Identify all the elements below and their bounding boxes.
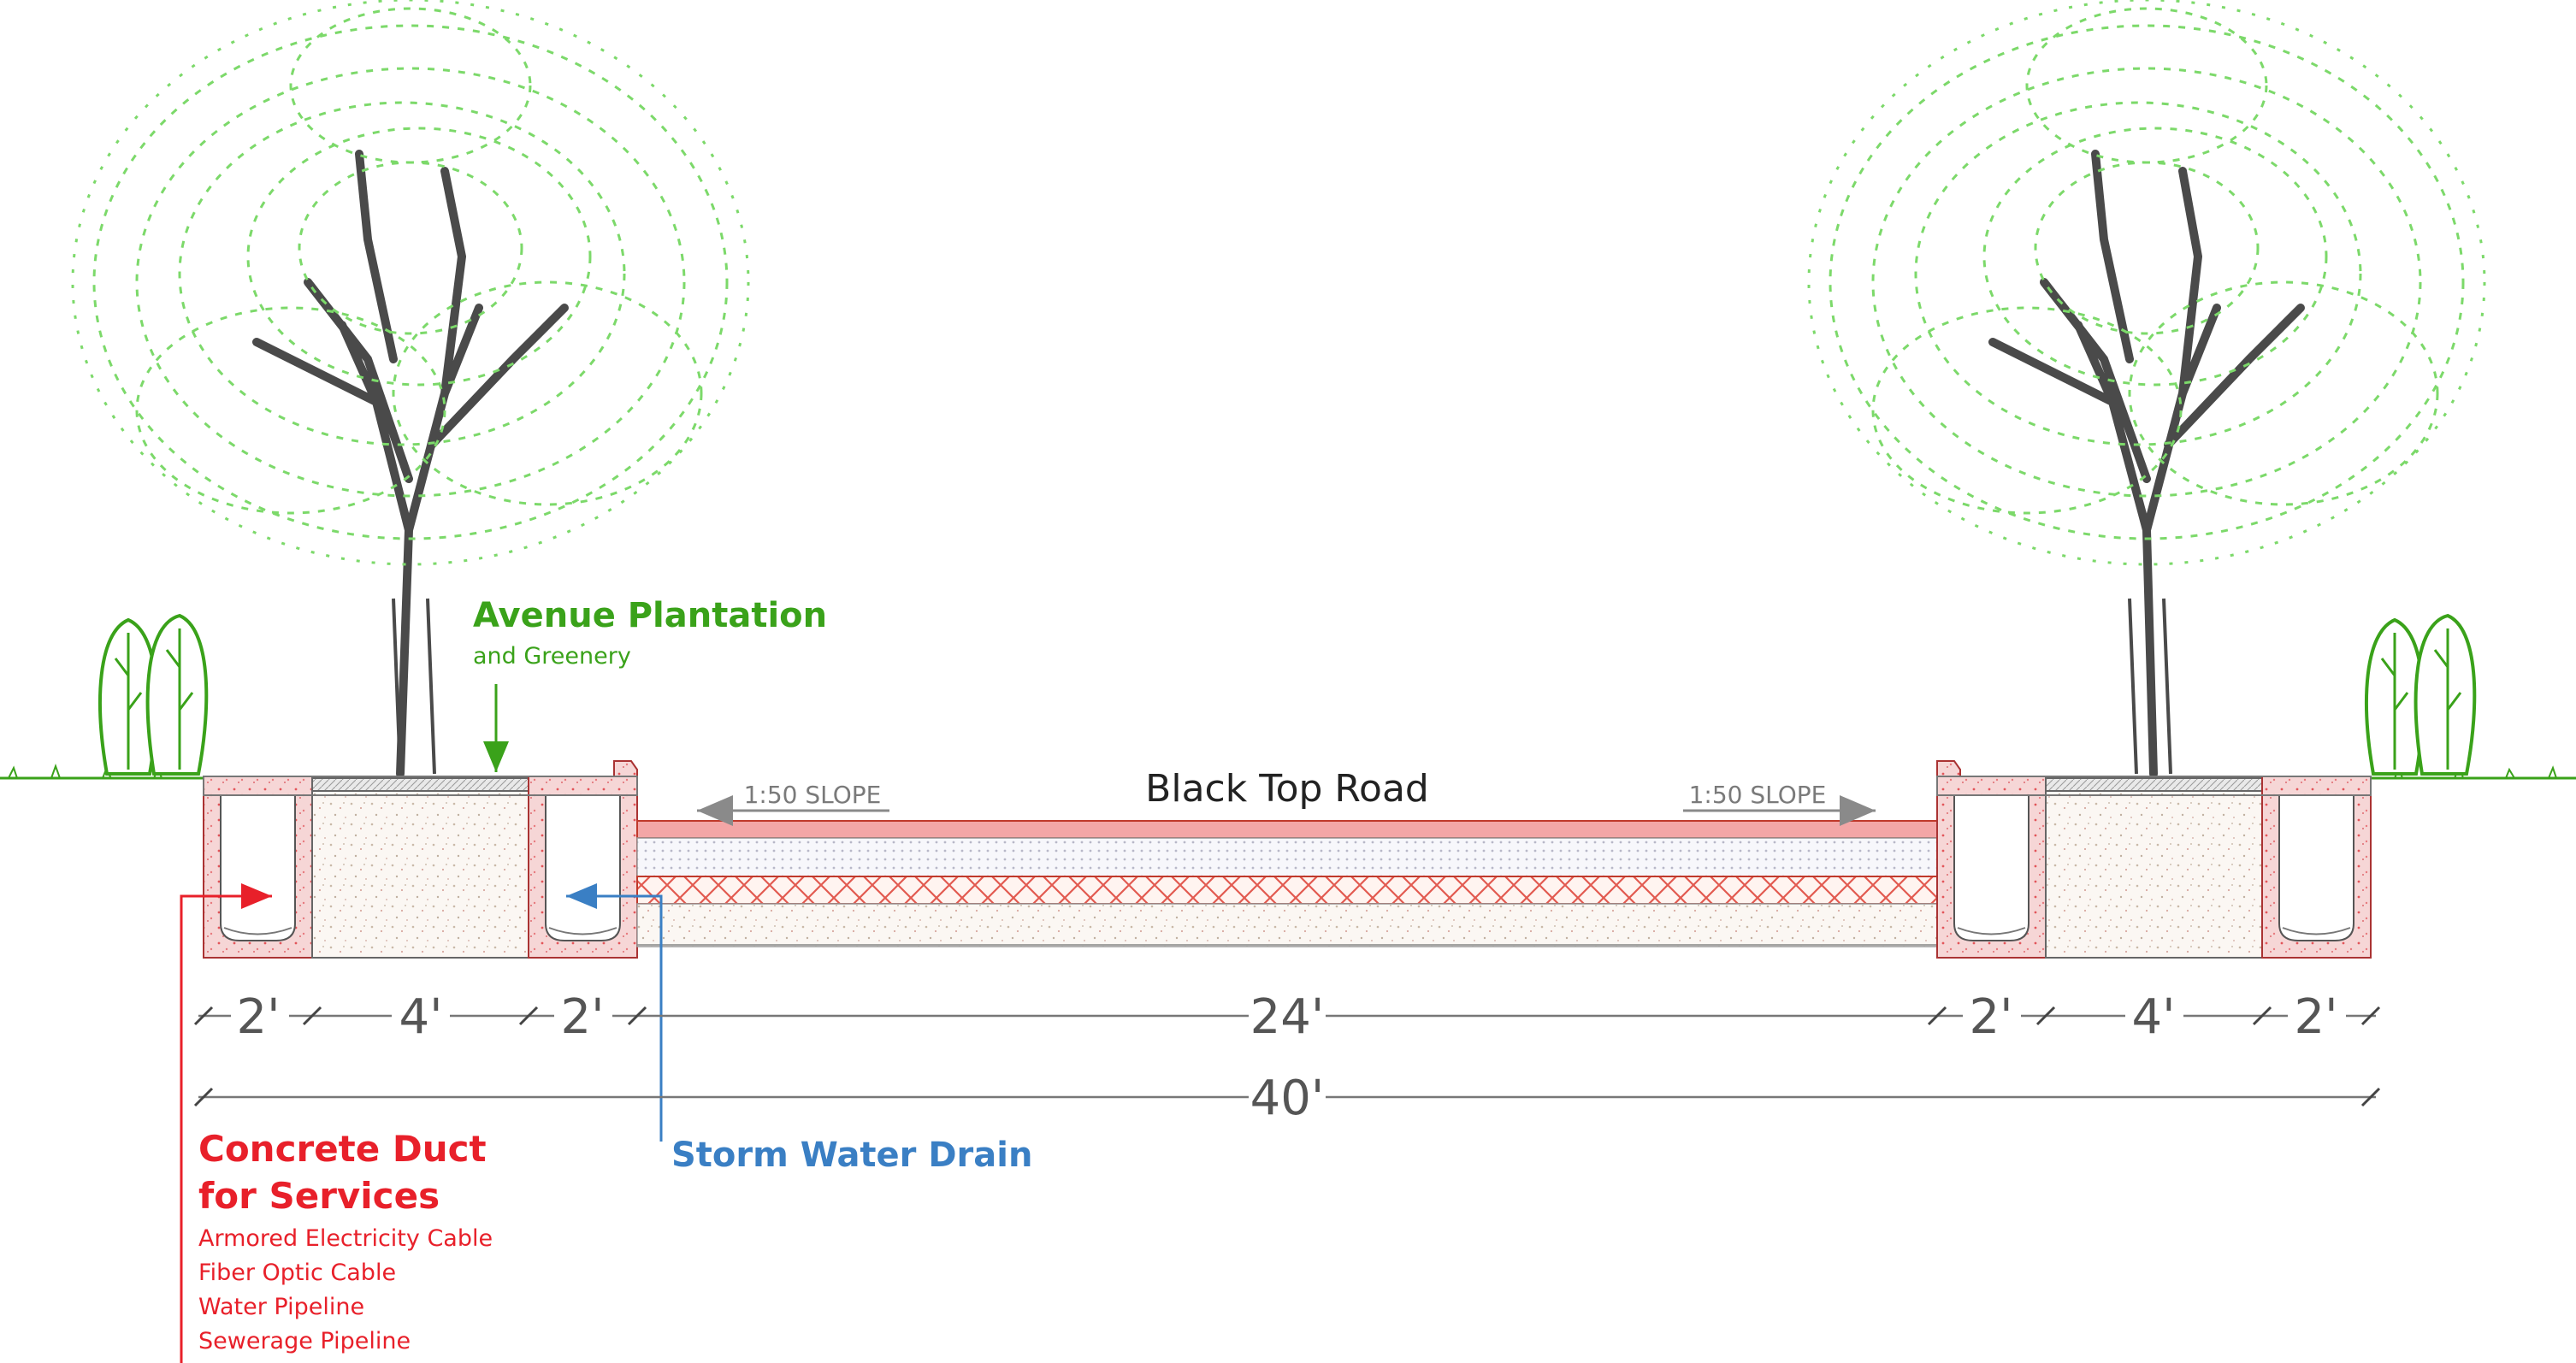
dim-right-planter: 4' <box>2131 989 2175 1045</box>
dim-right-duct: 2' <box>2294 989 2337 1045</box>
dim-right-drain: 2' <box>1969 989 2012 1045</box>
dim-left-duct: 2' <box>236 989 280 1045</box>
dim-left-planter: 4' <box>399 989 442 1045</box>
shrubs-left <box>98 613 209 776</box>
slope-indicator-left: 1:50 SLOPE <box>697 781 889 826</box>
storm-drain-label: Storm Water Drain <box>671 1136 1032 1175</box>
storm-drain-leader <box>566 883 663 1142</box>
right-verge-section <box>1936 760 2372 959</box>
dim-left-drain: 2' <box>560 989 604 1045</box>
tree-left <box>71 0 750 778</box>
dimension-row-total: 40' <box>193 1071 2381 1126</box>
avenue-plantation-callout: Avenue Plantation and Greenery <box>473 596 827 772</box>
service-item-electricity: Armored Electricity Cable <box>198 1225 493 1252</box>
shrubs-right <box>2365 613 2477 776</box>
road-pavement-layers <box>636 820 1938 947</box>
service-item-fiber: Fiber Optic Cable <box>198 1260 396 1286</box>
slope-label-left: 1:50 SLOPE <box>744 781 882 809</box>
dimension-labels: 2' 4' 2' 24' 2' 4' 2' <box>231 989 2346 1045</box>
avenue-plantation-heading: Avenue Plantation <box>473 596 827 635</box>
road-title: Black Top Road <box>1145 767 1429 811</box>
concrete-duct-callout: Concrete Duct for Services Armored Elect… <box>198 1128 493 1354</box>
dim-road: 24' <box>1250 989 1325 1045</box>
concrete-duct-leader <box>180 883 272 1363</box>
concrete-duct-heading-2: for Services <box>198 1175 440 1217</box>
slope-indicator-right: 1:50 SLOPE <box>1683 781 1876 826</box>
slope-label-right: 1:50 SLOPE <box>1689 781 1827 809</box>
concrete-duct-heading-1: Concrete Duct <box>198 1128 487 1170</box>
service-item-sewerage: Sewerage Pipeline <box>198 1328 411 1354</box>
avenue-plantation-sub: and Greenery <box>473 643 631 670</box>
left-verge-section <box>203 760 638 959</box>
tree-right <box>1807 0 2486 778</box>
service-item-water: Water Pipeline <box>198 1294 364 1320</box>
dim-total: 40' <box>1250 1071 1325 1126</box>
